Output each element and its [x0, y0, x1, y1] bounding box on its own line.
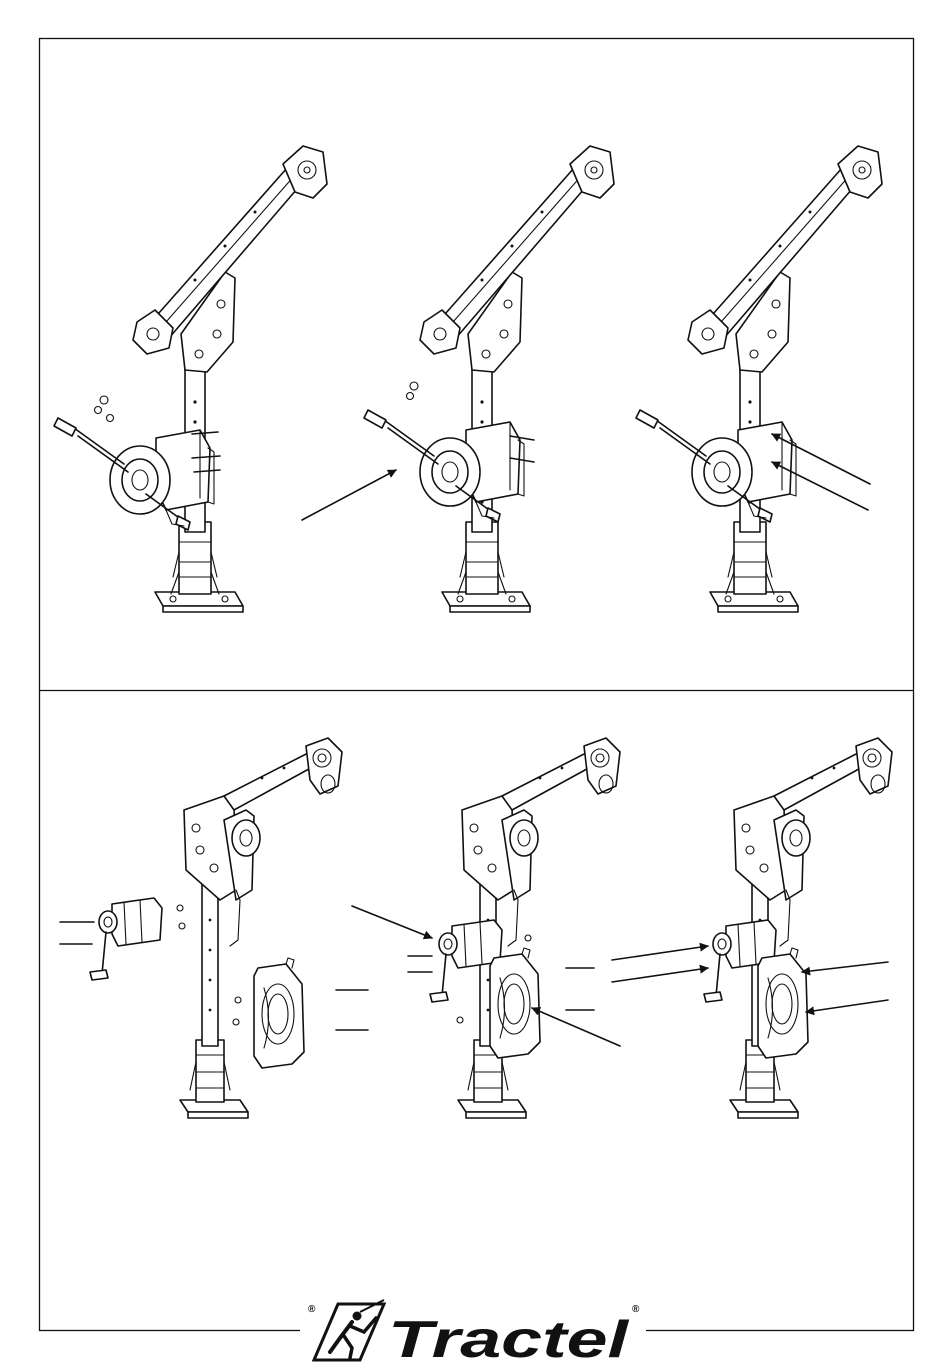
bottom-step-1-illustration	[60, 738, 368, 1118]
bottom-step-3-illustration	[612, 738, 892, 1118]
bottom-step-2-illustration	[352, 738, 620, 1118]
top-step-2-illustration	[302, 146, 614, 612]
sheet-frame	[40, 39, 914, 1331]
bottom-panel	[60, 738, 892, 1118]
bottom-step-3-arrow-1	[612, 946, 708, 960]
bottom-step-3-arrow-3	[802, 962, 888, 972]
top-step-2-arrow	[302, 470, 396, 520]
tractel-logo: ® Tractel ®	[300, 1300, 646, 1369]
top-panel	[54, 146, 882, 612]
bottom-step-3-arrow-2	[612, 968, 708, 982]
bottom-step-2-arrow-upper	[352, 906, 432, 938]
top-step-3-illustration	[636, 146, 882, 612]
registered-mark-left: ®	[308, 1304, 316, 1315]
top-step-1-illustration	[54, 146, 327, 612]
registered-mark-right: ®	[632, 1304, 640, 1315]
bottom-step-2-arrow-lower	[532, 1008, 620, 1046]
brand-name: Tractel	[388, 1311, 630, 1369]
bottom-step-3-arrow-4	[806, 1000, 888, 1012]
